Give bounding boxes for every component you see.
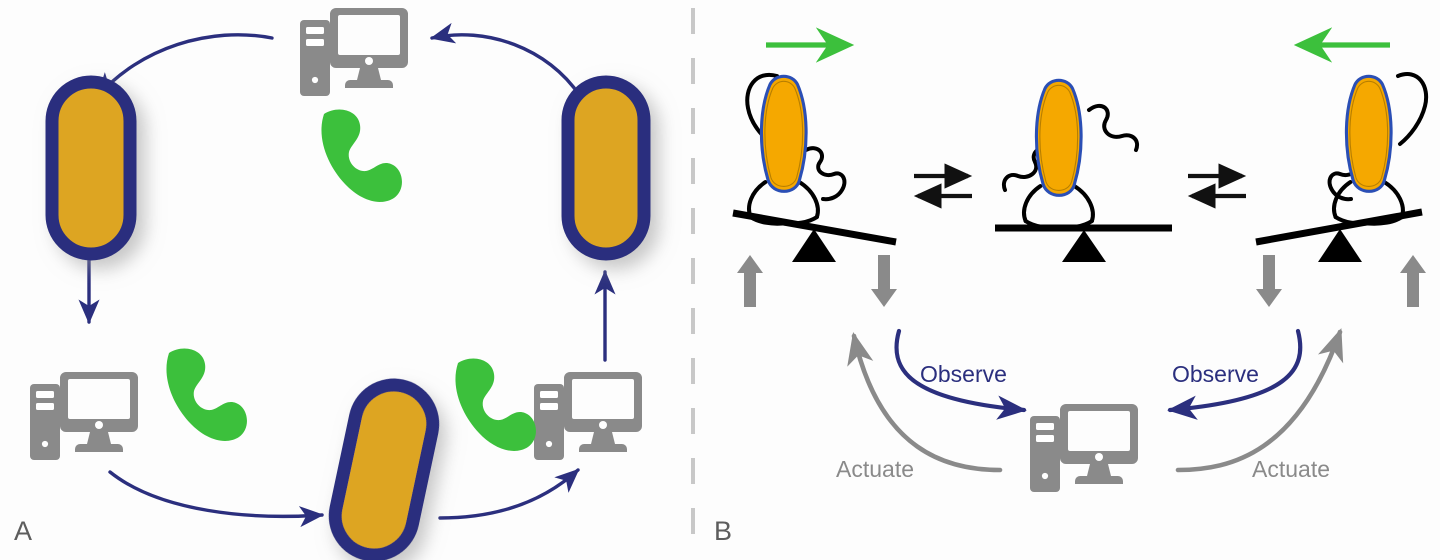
seesaw-plank-1: [732, 209, 897, 246]
panel-label-b: B: [714, 516, 733, 546]
flagellum-right: [804, 146, 847, 202]
fulcrum-3: [1318, 229, 1362, 262]
actuate-arrow-left: [847, 331, 1003, 473]
fulcrum-1: [792, 229, 836, 262]
arrow-top-to-left: [96, 33, 274, 98]
bacterium-left: [45, 75, 137, 261]
observe-arrow-right: [1167, 328, 1303, 420]
bacterium-right: [561, 75, 651, 261]
flagellum-upper-right-3: [1396, 72, 1429, 146]
observe-arrow-left: [894, 328, 1027, 420]
panel-b: Observe Observe Actuate Actuate B: [714, 27, 1429, 546]
observe-label-right: Observe: [1172, 361, 1259, 387]
actuate-label-right: Actuate: [1252, 456, 1330, 482]
panel-a: A: [14, 8, 651, 560]
state-tilted-right: [1255, 27, 1429, 307]
observe-label-left: Observe: [920, 361, 1007, 387]
actuate-arrow-right: [1175, 328, 1344, 473]
flagellum-upper-right-2: [1087, 103, 1139, 152]
arrow-bacterium-to-computer: [438, 468, 580, 520]
bacterium-bottom: [328, 378, 440, 560]
equilibrium-arrow-left: [913, 163, 973, 209]
actuate-label-left: Actuate: [836, 456, 914, 482]
seesaw-plank-3: [1255, 208, 1423, 246]
arrow-computer-to-bacterium: [108, 470, 325, 528]
state-balanced: [995, 80, 1172, 262]
state-tilted-left: [732, 27, 897, 307]
panel-label-a: A: [14, 516, 33, 546]
fulcrum-2: [1062, 230, 1106, 262]
arrow-right-to-top: [430, 22, 582, 98]
equilibrium-arrow-right: [1187, 163, 1247, 209]
